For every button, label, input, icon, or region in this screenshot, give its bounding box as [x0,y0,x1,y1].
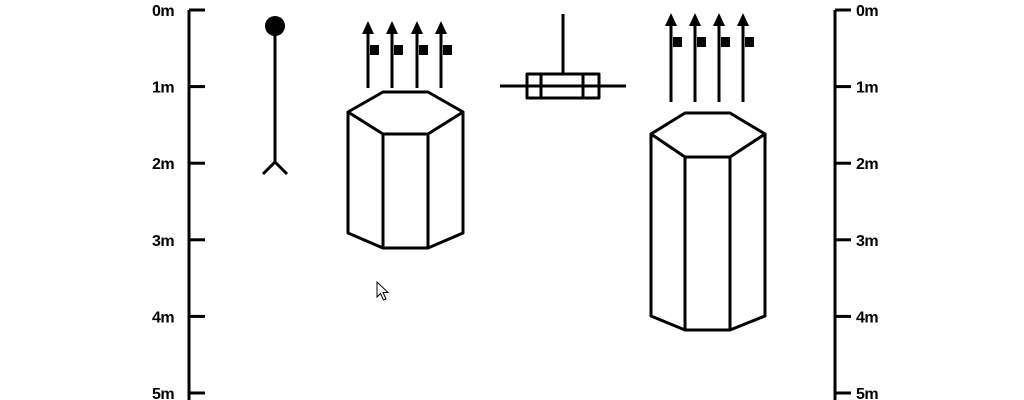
scale-tick-label: 1m [152,80,174,97]
left-height-scale: 0m 1m 2m 3m 4m 5m [152,3,205,400]
up-arrow-icon [411,21,428,88]
scale-tick-label: 3m [856,233,878,250]
right-height-scale: 0m 1m 2m 3m 4m 5m [833,3,879,400]
scale-tick-label: 5m [856,386,878,400]
scale-tick-label: 0m [152,3,174,20]
left-hex-column [346,90,465,250]
right-column-body [649,134,767,332]
up-arrow-icon [362,21,379,88]
scale-tick-label: 4m [152,309,174,326]
scale-tick-label: 0m [856,3,878,20]
scale-tick-label: 2m [152,156,174,173]
center-device [500,14,626,100]
scale-tick-label: 4m [856,309,878,326]
left-column-body [346,112,465,250]
scale-tick-label: 2m [856,156,878,173]
person-legs [261,160,289,176]
scale-tick-label: 1m [856,80,878,97]
cursor-arrow-icon [376,280,390,301]
right-hex-column [649,111,767,332]
left-column-top [346,90,465,136]
up-arrow-icon [713,13,730,102]
right-column-top [649,111,767,159]
person-head [265,16,285,36]
up-arrow-icon [737,13,754,102]
up-arrow-icon [665,13,682,102]
up-arrow-icon [689,13,706,102]
up-arrow-icon [386,21,403,88]
scale-tick-label: 5m [152,386,174,400]
person-figure [261,16,289,176]
left-column-up-arrows [362,21,452,88]
up-arrow-icon [435,21,452,88]
device-body [525,72,601,100]
right-column-up-arrows [665,13,754,102]
scale-tick-label: 3m [152,233,174,250]
